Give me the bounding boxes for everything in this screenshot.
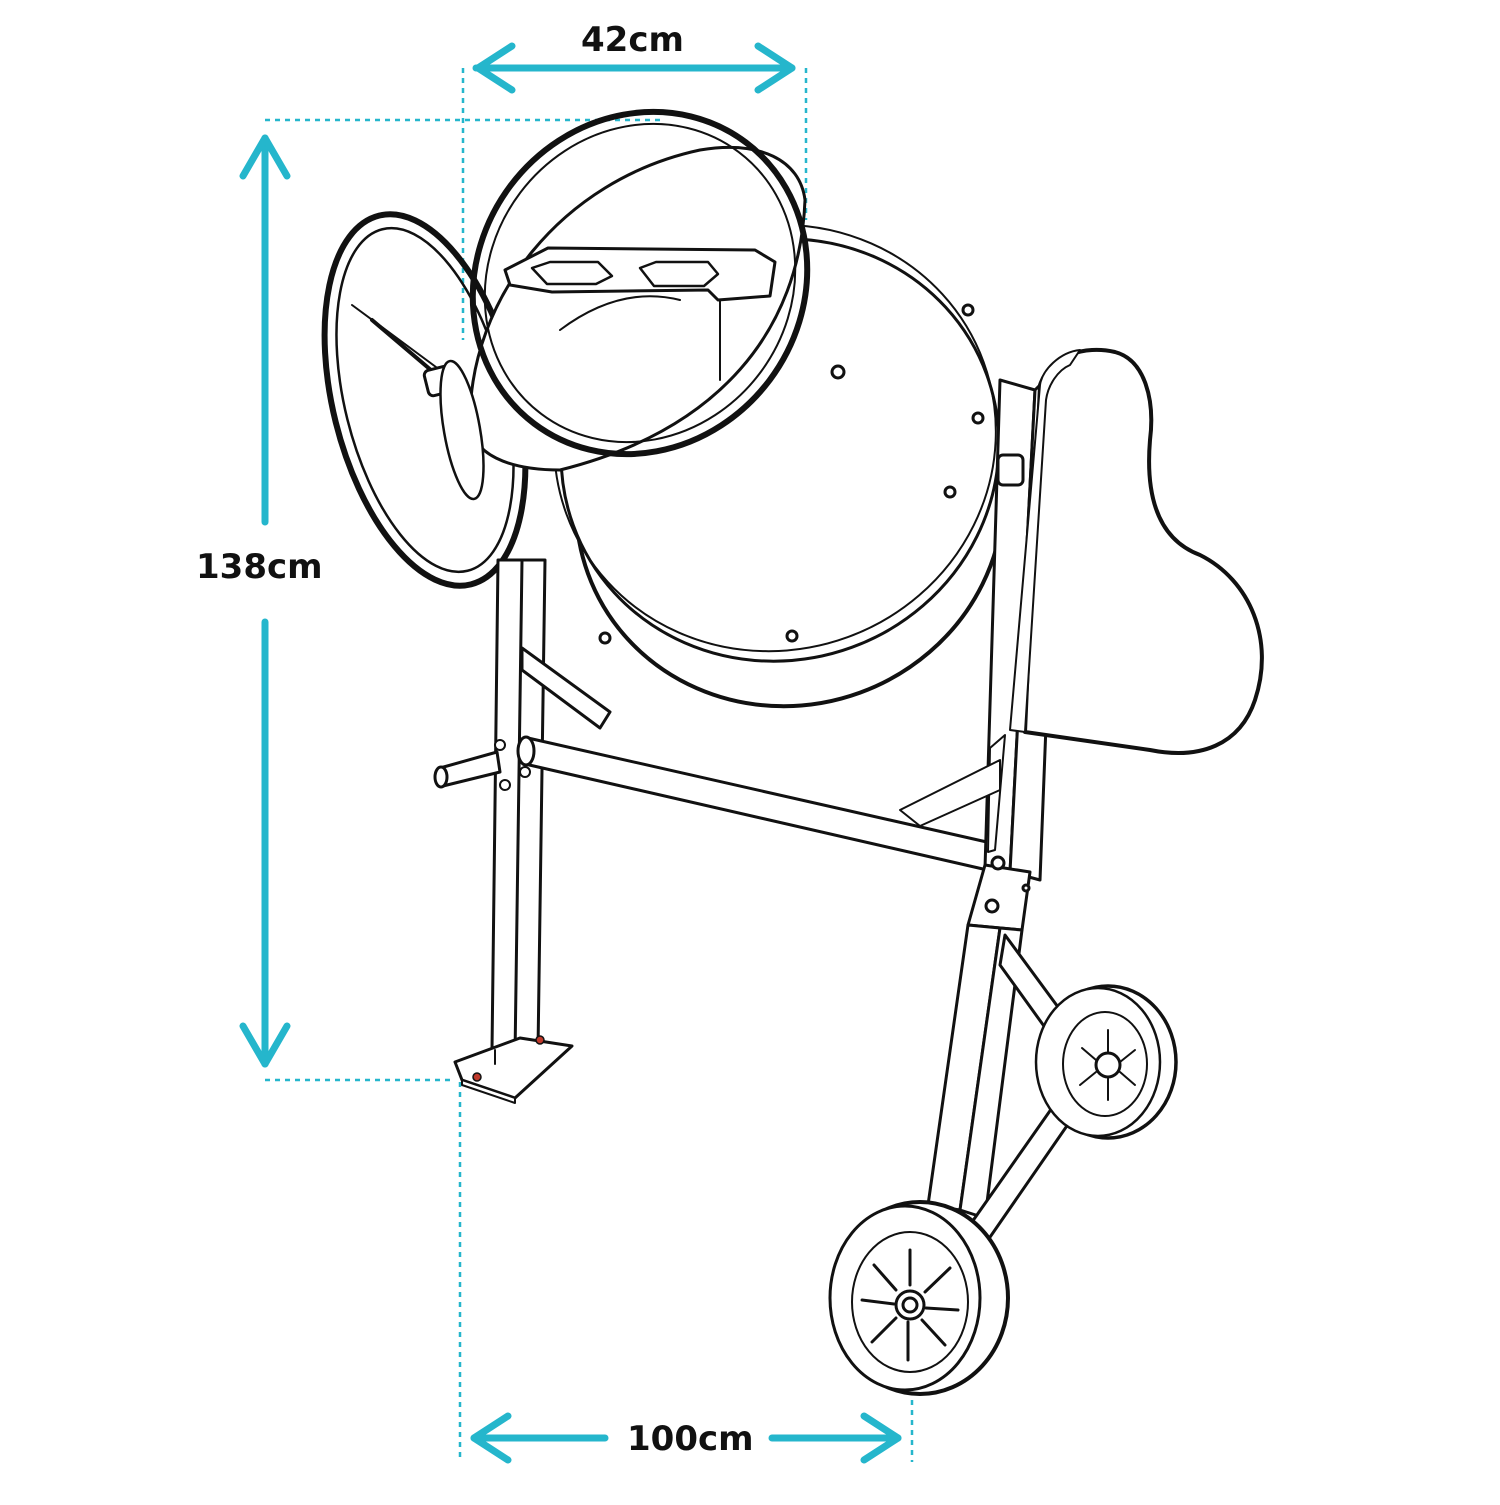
front-wheel bbox=[828, 1200, 1010, 1396]
arrow-height-head-bottom bbox=[239, 1022, 291, 1068]
mixer-drum bbox=[439, 108, 1006, 709]
dimension-label-height: 138cm bbox=[196, 547, 323, 587]
left-leg bbox=[433, 558, 612, 1104]
arrow-width-head-left bbox=[474, 42, 516, 94]
arrow-depth-head-left bbox=[470, 1412, 512, 1464]
motor-housing bbox=[1009, 347, 1264, 755]
arrow-width-head-right bbox=[754, 42, 796, 94]
dimension-label-width: 42cm bbox=[581, 20, 684, 60]
arrow-height-head-top bbox=[239, 134, 291, 180]
rear-wheel bbox=[1034, 984, 1178, 1140]
dimension-arrows bbox=[239, 42, 902, 1464]
arrow-depth-head-right bbox=[860, 1412, 902, 1464]
dimension-label-depth: 100cm bbox=[627, 1419, 754, 1459]
mixer-illustration bbox=[321, 108, 1264, 1396]
